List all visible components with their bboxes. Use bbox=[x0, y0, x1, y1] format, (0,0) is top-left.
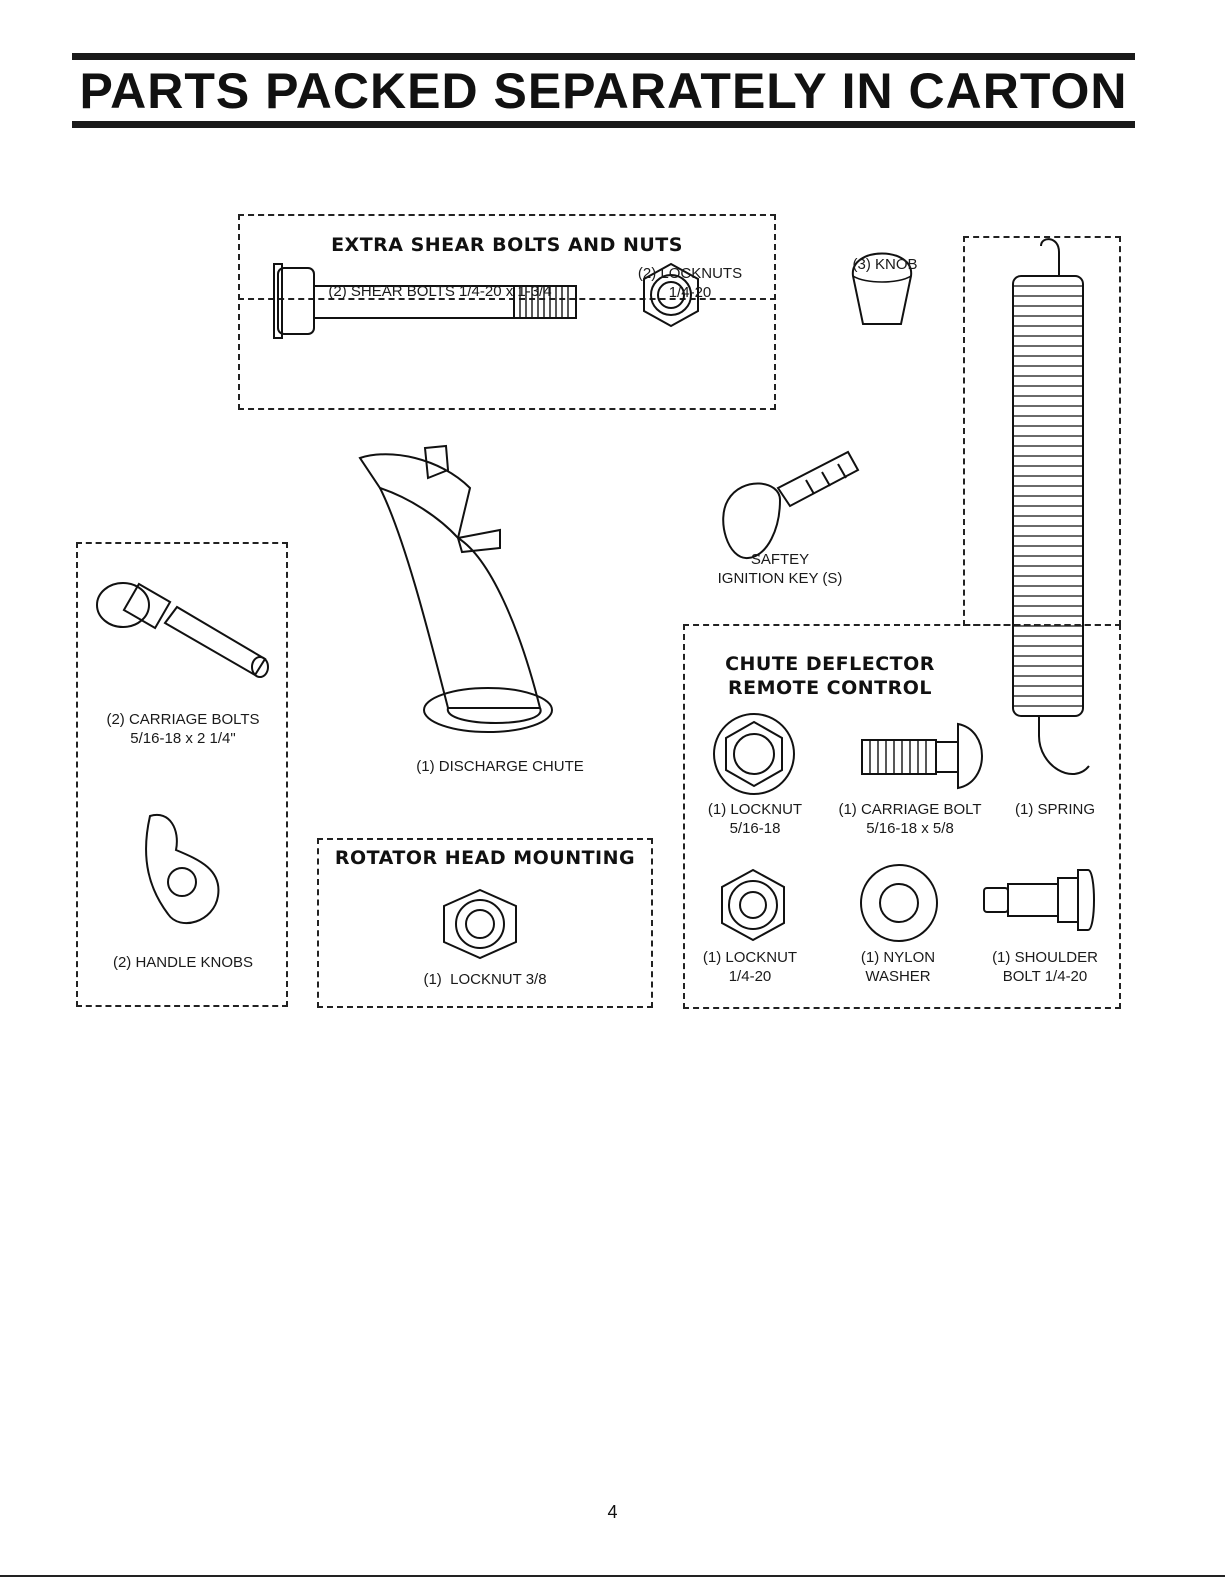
title-rule-top bbox=[72, 53, 1135, 60]
shear-nut-label: (2) LOCKNUTS 1/4-20 bbox=[637, 265, 743, 301]
locknut-14-icon bbox=[640, 262, 702, 328]
small-carriage-bolt-label: (1) CARRIAGE BOLT 5/16-18 x 5/8 bbox=[838, 801, 982, 837]
locknut-516-label: (1) LOCKNUT 5/16-18 bbox=[707, 801, 803, 837]
nylon-washer-icon bbox=[858, 862, 940, 944]
shoulder-bolt-icon bbox=[980, 868, 1100, 932]
shear-bolts-group-frame bbox=[238, 214, 776, 410]
spring-illustration bbox=[1003, 246, 1098, 786]
remote-control-group bbox=[683, 624, 1121, 1009]
knob-icon bbox=[845, 236, 919, 330]
rotator-locknut-label: (1) LOCKNUT 3/8 bbox=[423, 971, 547, 988]
carriage-bolt-icon bbox=[95, 575, 275, 685]
nylon-washer-label: (1) NYLON WASHER bbox=[860, 949, 936, 985]
spring-label: (1) SPRING bbox=[1014, 801, 1095, 818]
rotator-group bbox=[317, 838, 653, 1008]
title-rule-bottom bbox=[72, 121, 1135, 128]
remote-group-heading: CHUTE DEFLECTOR REMOTE CONTROL bbox=[725, 653, 935, 699]
shoulder-bolt-label: (1) SHOULDER BOLT 1/4-20 bbox=[992, 949, 1098, 985]
handle-knob-icon bbox=[130, 810, 230, 940]
shear-bolt-illustration bbox=[270, 262, 590, 342]
discharge-chute-label: (1) DISCHARGE CHUTE bbox=[416, 758, 584, 775]
locknut-14-remote-icon bbox=[720, 868, 786, 942]
ignition-key-icon bbox=[718, 440, 868, 565]
rotator-group-heading: ROTATOR HEAD MOUNTING bbox=[334, 847, 636, 869]
shear-bolt-label: (2) SHEAR BOLTS 1/4-20 x 1-3/4 bbox=[328, 283, 552, 300]
page-number: 4 bbox=[607, 1502, 618, 1522]
carriage-handle-group bbox=[76, 542, 288, 1007]
footer-line bbox=[0, 1575, 1225, 1577]
handle-knobs-label: (2) HANDLE KNOBS bbox=[112, 954, 254, 971]
small-carriage-bolt-icon bbox=[858, 720, 988, 792]
knob-label: (3) KNOB bbox=[852, 256, 918, 273]
page-title: PARTS PACKED SEPARATELY IN CARTON bbox=[79, 63, 1128, 119]
locknut-14-remote-label: (1) LOCKNUT 1/4-20 bbox=[702, 949, 798, 985]
locknut-516-icon bbox=[708, 712, 800, 796]
ignition-key-label: SAFTEY IGNITION KEY (S) bbox=[717, 551, 843, 587]
locknut-38-icon bbox=[440, 888, 520, 960]
shear-group-heading: EXTRA SHEAR BOLTS AND NUTS bbox=[331, 234, 683, 256]
carriage-bolts-label: (2) CARRIAGE BOLTS 5/16-18 x 2 1/4" bbox=[106, 711, 260, 747]
discharge-chute-illustration bbox=[350, 448, 560, 738]
